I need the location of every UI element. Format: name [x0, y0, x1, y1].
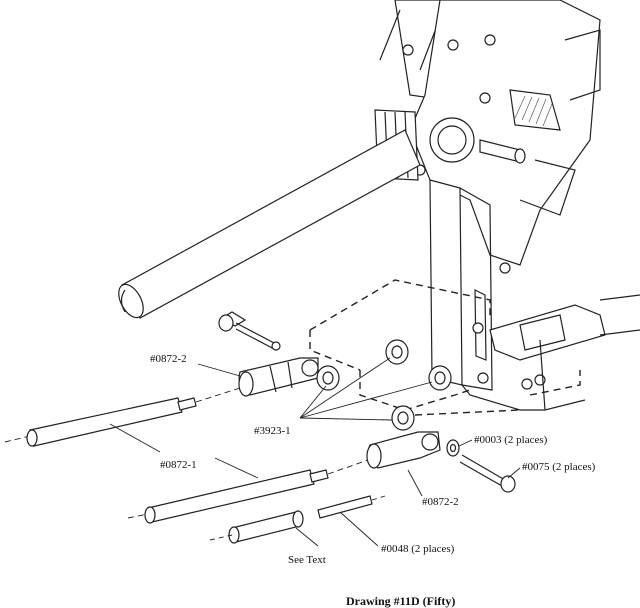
lower-rod-end — [366, 431, 441, 469]
label-nut: #3923-1 — [254, 425, 291, 437]
lower-nut — [391, 405, 415, 431]
upper-rod — [4, 387, 241, 447]
upper-nut — [316, 365, 340, 391]
drawing-caption: Drawing #11D (Fifty) — [346, 594, 455, 608]
threaded-stud — [209, 495, 386, 541]
label-stud: #0048 (2 places) — [381, 543, 455, 555]
phantom-outlines — [309, 279, 581, 416]
label-rod-upper: #0872-1 — [160, 459, 197, 471]
upper-rod-end — [238, 357, 319, 397]
lower-rod — [127, 459, 369, 524]
label-rod-end-lower: #0872-2 — [422, 496, 459, 508]
boom-tube — [118, 129, 421, 319]
label-see-text: See Text — [288, 554, 326, 566]
frame-assembly — [374, 0, 640, 411]
leader-lines — [109, 357, 521, 547]
label-bolt: #0075 (2 places) — [522, 461, 596, 473]
lower-washer — [446, 439, 460, 457]
lower-bolt — [459, 454, 516, 493]
sleeve-tube — [228, 510, 304, 544]
mid-nut-a — [385, 339, 409, 365]
upper-bolt — [218, 311, 281, 351]
mid-nut-b — [428, 365, 452, 391]
label-rod-end-upper: #0872-2 — [150, 353, 187, 365]
label-washer: #0003 (2 places) — [474, 434, 548, 446]
